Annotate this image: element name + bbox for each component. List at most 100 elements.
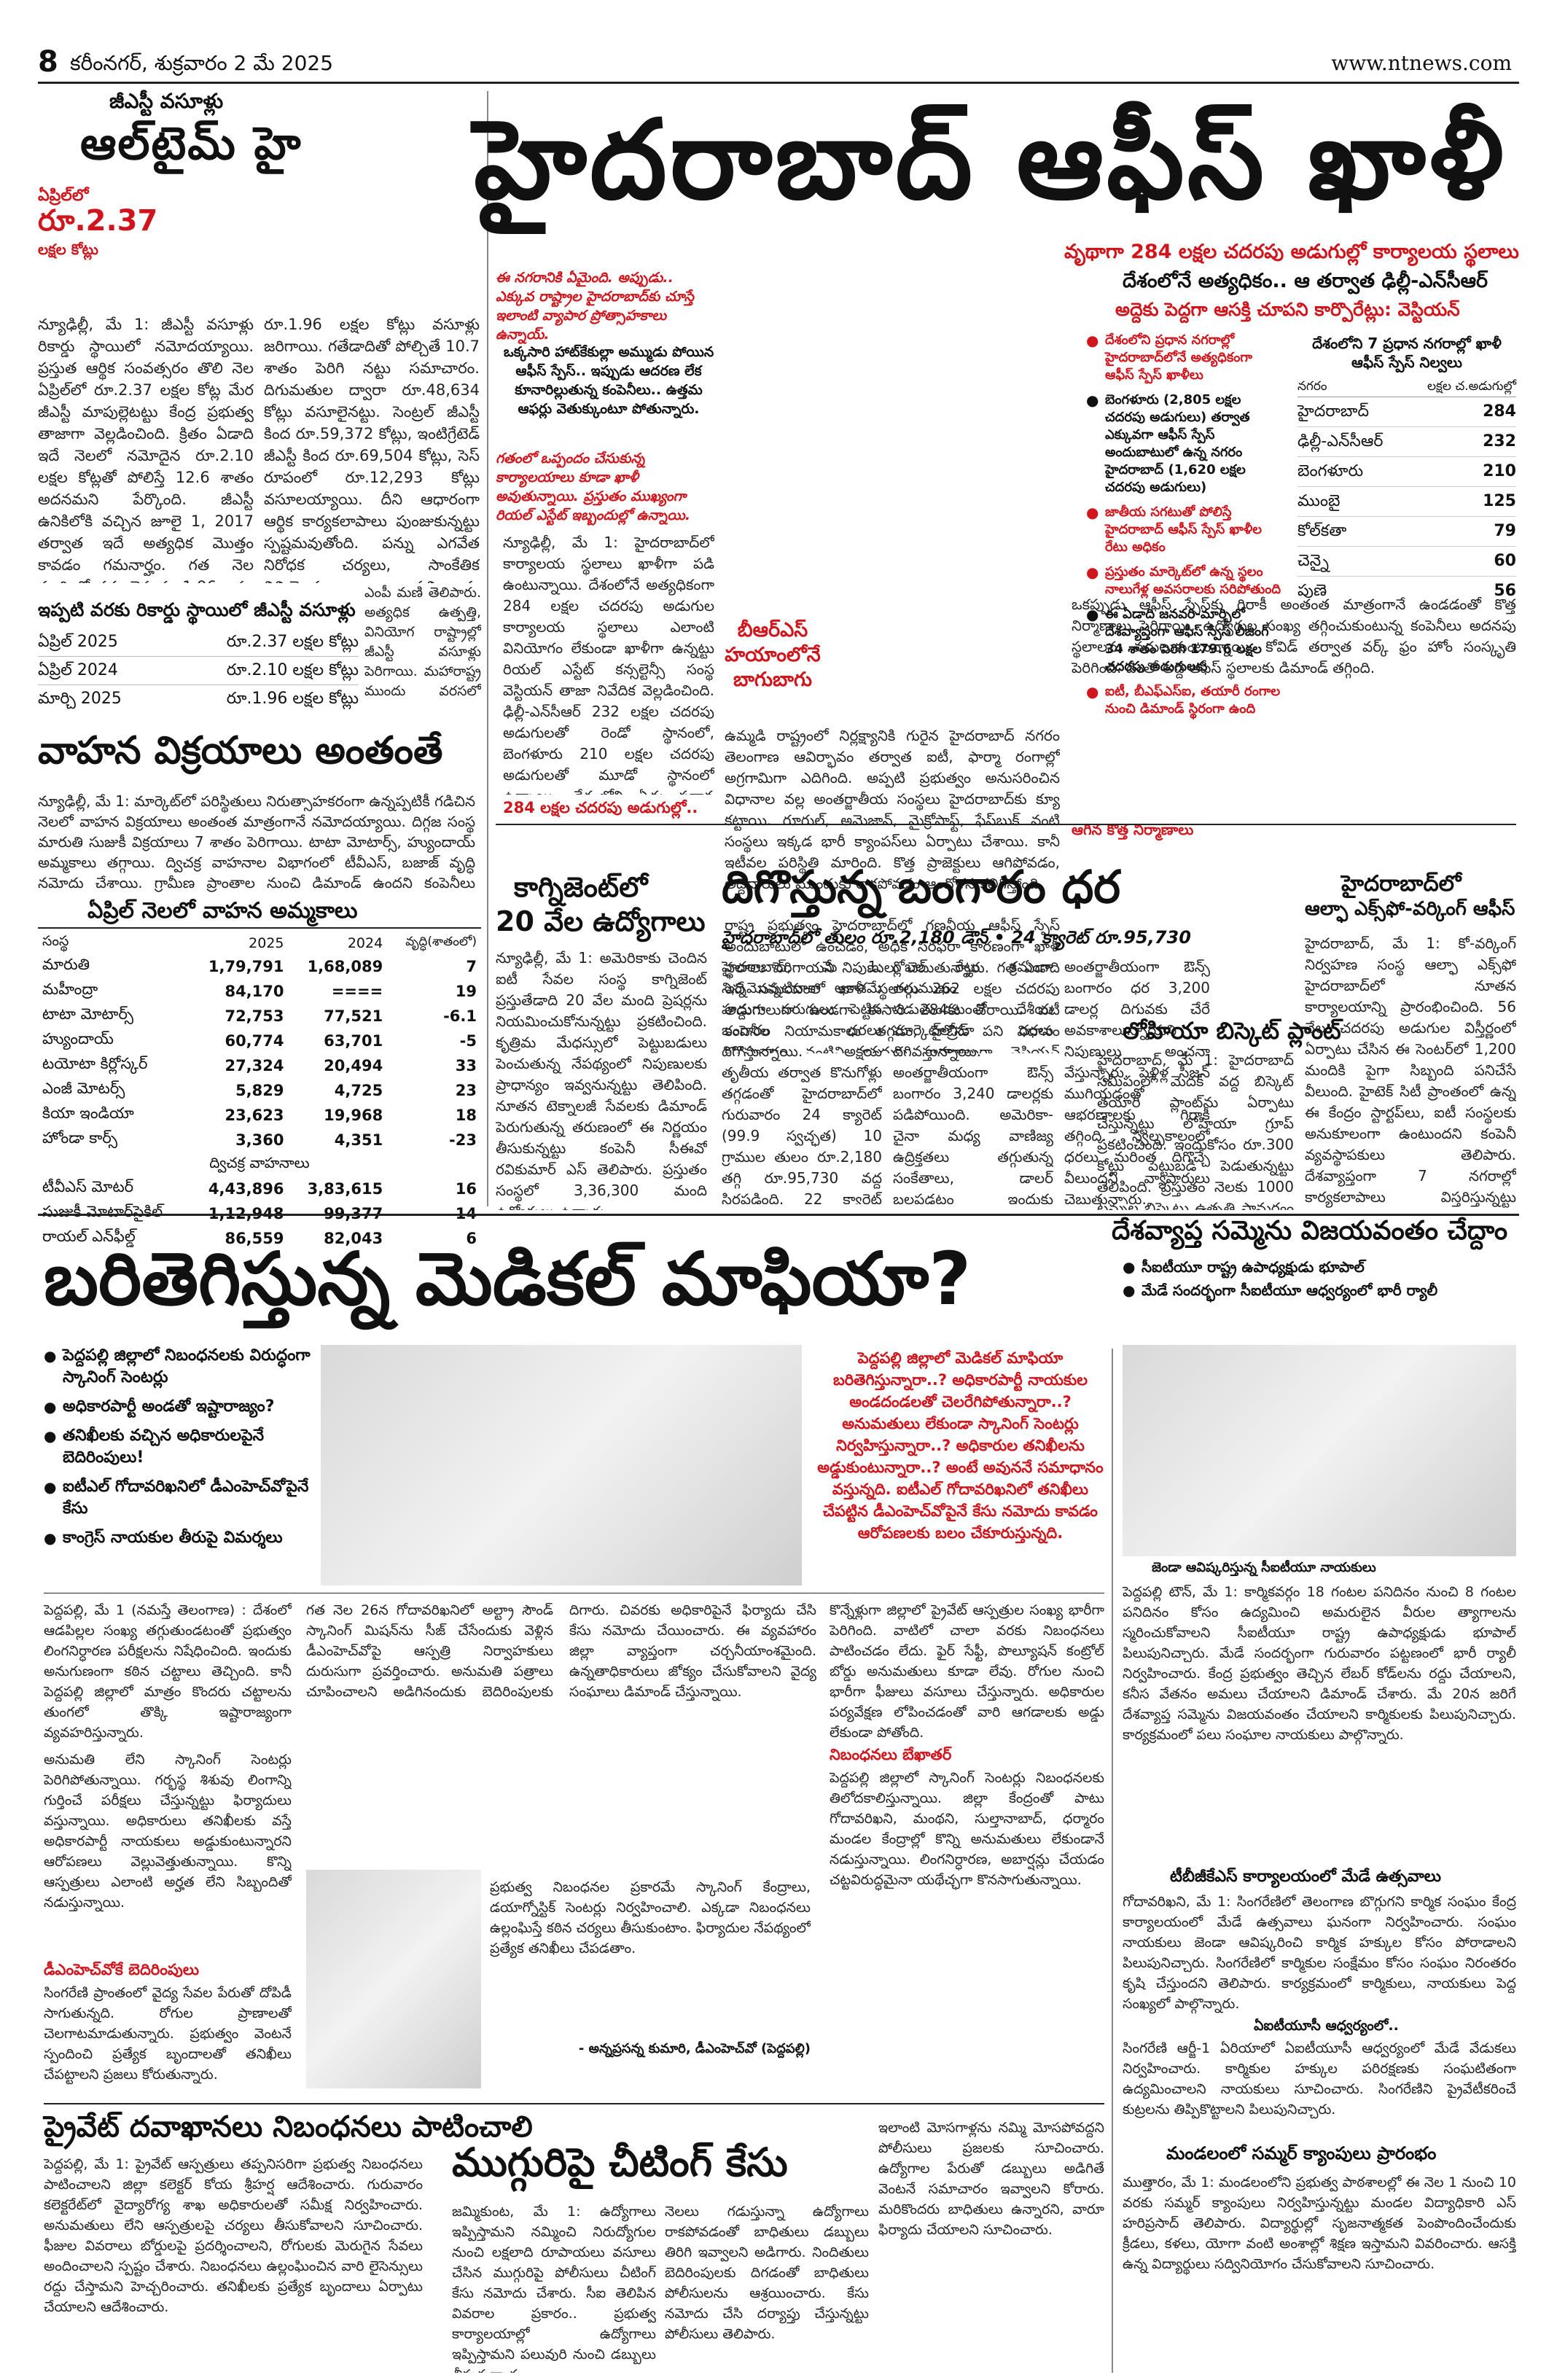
edition-date: కరీంనగర్, శుక్రవారం 2 మే 2025 — [70, 51, 334, 75]
lohia-body: హైదరాబాద్, మే 1: హైదరాబాద్ సమీపంలో మెదక్… — [1097, 1051, 1294, 1210]
medical-body-4: పెద్దపల్లి జిల్లాలో స్కానింగ్ సెంటర్లు న… — [830, 1770, 1104, 1888]
cheating-body-1: జమ్మికుంట, మే 1: ఉద్యోగాలు ఇప్పిస్తామని … — [452, 2204, 656, 2373]
office-bullets: దేశంలోని ప్రధాన నగరాల్లో హైదరాబాద్‌లోనే … — [1086, 332, 1283, 725]
coworking-body: హైదరాబాద్, మే 1: కో-వర్కింగ్ నిర్వహణ సంస… — [1305, 935, 1516, 1210]
office-badge-photo — [718, 616, 824, 718]
coworking-headline-2: ఆల్ఫా ఎక్స్‌ఫో-వర్కింగ్ ఆఫీస్ — [1305, 898, 1515, 920]
gold-subhead: హైదరాబాద్‌లో తులం రూ.2,180 డౌన్ • 24 క్య… — [722, 927, 1191, 948]
strike-sub-1: టీబీజీకేఎస్ కార్యాలయంలో మేడే ఉత్సవాలు — [1170, 1868, 1441, 1886]
private-hospitals-headline: ప్రైవేట్ దవాఖానలు నిబంధనలు పాటించాలి — [44, 2110, 533, 2144]
list-item: అధికారపార్టీ అండతో ఇష్టారాజ్యం? — [44, 1396, 313, 1418]
cities-header: నగరంలక్షల చ.అడుగుల్లో — [1298, 379, 1516, 397]
medical-quote: పెద్దపల్లి జిల్లాలో మెడికల్ మాఫియా బరితె… — [817, 1349, 1104, 1542]
cognizant-body: న్యూఢిల్లీ, మే 1: అమెరికాకు చెందిన ఐటీ స… — [496, 949, 707, 1210]
list-item: మేడే సందర్భంగా సీఐటీయూ ఆధ్వర్యంలో భారీ ర… — [1123, 1281, 1516, 1300]
vehicles-body: న్యూఢిల్లీ, మే 1: మార్కెట్‌లో పరిస్థితుల… — [38, 792, 475, 891]
office-highlight: 284 లక్షల చదరపు అడుగుల్లో.. — [503, 799, 698, 816]
vehicles-table: సంస్థ 2025 2024 వృద్ధి(శాతంలో) మారుతి1,7… — [38, 932, 481, 1251]
column-divider — [1112, 1349, 1113, 2373]
section-rule — [496, 824, 1516, 825]
table-row: బెంగళూరు210 — [1298, 457, 1516, 487]
office-body-3: రాష్ట్ర ప్రభుత్వం హైదరాబాద్‌లో గణనీయ ఆఫీ… — [725, 916, 1060, 1053]
vehicles-headline: వాహన విక్రయాలు అంతంతే — [38, 729, 443, 773]
dmho-photo — [306, 1870, 481, 2088]
cheating-headline: ముగ్గురిపై చీటింగ్ కేసు — [452, 2139, 788, 2185]
cognizant-headline-1: కాగ్నిజెంట్‌లో — [514, 871, 648, 903]
office-subhead-2: దేశంలోనే అత్యధికం.. ఆ తర్వాత ఢిల్లీ-ఎన్‌… — [1123, 270, 1488, 292]
twowheel-title-row: ద్విచక్ర వాహనాలు — [209, 1154, 310, 1171]
medical-body-2: గత నెల 26న గోదావరిఖనిలో అల్ట్రా సౌండ్ స్… — [306, 1602, 816, 1700]
private-hospitals-body: పెద్దపల్లి, మే 1: ప్రైవేట్ ఆస్పత్రులు తప… — [44, 2156, 423, 2315]
list-item: జాతీయ సగటుతో పోలిస్తే హైదరాబాద్ ఆఫీస్ స్… — [1086, 504, 1283, 556]
gst-stat-value: రూ.2.37 — [38, 204, 158, 238]
office-subhead-3: అద్దెకు పెద్దగా ఆసక్తి చూపని కార్పొరేట్ల… — [1115, 299, 1460, 320]
coworking-headline-1: హైదరాబాద్‌లో — [1341, 871, 1462, 897]
medical-sub-2: నిబంధనలు బేఖాతర్ — [830, 1746, 952, 1763]
strike-bullets: సీఐటీయూ రాష్ట్ర ఉపాధ్యక్షుడు భూపాల్ మేడే… — [1123, 1257, 1516, 1307]
table-row: మహీంద్రా84,170====19 — [42, 980, 477, 1000]
strike-note: ఏఐటీయూసీ ఆధ్వర్యంలో.. — [1254, 2018, 1399, 2034]
office-body-1: న్యూఢిల్లీ, మే 1: హైదరాబాద్‌లో కార్యాలయ … — [503, 534, 714, 795]
list-item: ఈ ఏడాది జనవరి-మార్చిలో దేశవ్యాప్తంగా ఆఫీ… — [1086, 606, 1283, 676]
strike-photo-caption: జెండా ఆవిష్కరిస్తున్న సీఐటీయూ నాయకులు — [1152, 1560, 1376, 1575]
medical-headline: బరితెగిస్తున్న మెడికల్ మాఫియా? — [44, 1236, 972, 1322]
cheating-body-3: ఇలాంటి మోసగాళ్లను నమ్మి మోసపోవద్దని పోలీ… — [878, 2120, 1104, 2238]
list-item: తనిఖీలకు వచ్చిన అధికారులపైనే బెదిరింపులు… — [44, 1425, 313, 1469]
medical-dateline: పెద్దపల్లి, మే 1 (నమస్తే తెలంగాణ) : దేశం… — [44, 1602, 292, 1741]
masthead-rule — [38, 82, 1519, 84]
table-row: పుణె56 — [1298, 582, 1516, 600]
strike-body-2: గోదావరిఖని, మే 1: సింగరేణిలో తెలంగాణ బొగ… — [1123, 1894, 1516, 2012]
table-row: ముంబై125 — [1298, 487, 1516, 517]
strike-headline: దేశవ్యాప్త సమ్మెను విజయవంతం చేద్దాం — [1112, 1216, 1508, 1246]
lohia-headline: లోహియా బిస్కెట్ ప్లాంట్ — [1123, 1017, 1341, 1045]
gold-body-1: హైదరాబాద్, మే 1: నిన్నమొన్నటిదాకా ఆకాశమే… — [722, 958, 882, 1204]
gst-kicker: జీఎస్టీ వసూళ్లు — [109, 89, 224, 113]
list-item: కాంగ్రెస్ నాయకుల తీరుపై విమర్శలు — [44, 1527, 313, 1549]
office-badge: బీఆర్ఎస్ హయాంలోనే బాగుబాగు — [725, 619, 821, 691]
column-divider — [487, 91, 488, 1206]
vehicles-table-title: ఏప్రిల్ నెలలో వాహన అమ్మకాలు — [87, 898, 358, 924]
table-row: కోల్‌కతా79 — [1298, 517, 1516, 547]
section-rule — [44, 2103, 1104, 2104]
office-kicker-red-2: గతంలో ఒప్పందం చేసుకున్న కార్యాలయాలు కూడా… — [496, 450, 691, 523]
medical-caption-credit: - అన్నప్రసన్న కుమారి, డీఎంహెచ్‌వో (పెద్ద… — [578, 2041, 811, 2056]
office-kicker-red: ఈ నగరానికి ఏమైంది. అప్పుడు.. ఎక్కువ రాష్… — [496, 270, 695, 343]
list-item: దేశంలోని ప్రధాన నగరాల్లో హైదరాబాద్‌లోనే … — [1086, 332, 1283, 384]
list-item: ప్రస్తుతం మార్కెట్‌లో ఉన్న స్థలం నాలుగేళ… — [1086, 563, 1283, 598]
section-rule — [38, 1214, 1519, 1216]
list-item: ఐటీ, బీఎఫ్ఎస్ఐ, తయారీ రంగాల నుంచి డిమాండ… — [1086, 683, 1283, 718]
vehicles-title-rule — [38, 927, 481, 929]
strike-body-3: సింగరేణి ఆర్జీ-1 ఏరియాలో ఏఐటీయూసీ ఆధ్వర్… — [1123, 2040, 1516, 2118]
medical-caption: ప్రభుత్వ నిబంధనల ప్రకారమే స్కానింగ్ కేంద… — [490, 1879, 811, 1956]
list-item: సీఐటీయూ రాష్ట్ర ఉపాధ్యక్షుడు భూపాల్ — [1123, 1257, 1516, 1276]
table-row: చెన్నై60 — [1298, 547, 1516, 577]
gst-stat-unit: లక్షల కోట్లు — [38, 241, 98, 258]
cities-title: దేశంలోని 7 ప్రధాన నగరాల్లో ఖాళీ ఆఫీస్ స్… — [1312, 335, 1502, 371]
table-row: ఢిల్లీ-ఎన్‌సీఆర్232 — [1298, 427, 1516, 457]
strike-sub-2: మండలంలో సమ్మర్ క్యాంపులు ప్రారంభం — [1166, 2143, 1437, 2164]
gold-headline: దిగొస్తున్న బంగారం ధర — [722, 860, 1120, 913]
strike-body: పెద్దపల్లి టౌన్, మే 1: కార్మికవర్గం 18 గ… — [1123, 1584, 1516, 1743]
medical-body-1b: సింగరేణి ప్రాంతంలో వైద్య సేవల పేరుతో దోప… — [44, 1985, 292, 2083]
table-row: హైదరాబాద్284 — [1298, 397, 1516, 427]
gold-body-3: అంతర్జాతీయంగా ఔన్స్ బంగారం ధర 3,200 డాలర… — [1064, 958, 1210, 1204]
website-url[interactable]: www.ntnews.com — [1331, 51, 1512, 75]
strike-body-4: ముత్తారం, మే 1: మండలంలోని ప్రభుత్వ పాఠశా… — [1123, 2174, 1516, 2272]
office-body-2: ఉమ్మడి రాష్ట్రంలో నిర్లక్ష్యానికి గురైన … — [725, 727, 1060, 892]
gst-headline: ఆల్‌టైమ్ హై — [80, 117, 303, 170]
list-item: పెద్దపల్లి జిల్లాలో నిబంధనలకు విరుద్ధంగా… — [44, 1345, 313, 1389]
medical-bullets: పెద్దపల్లి జిల్లాలో నిబంధనలకు విరుద్ధంగా… — [44, 1345, 313, 1556]
page-number: 8 — [38, 45, 58, 79]
